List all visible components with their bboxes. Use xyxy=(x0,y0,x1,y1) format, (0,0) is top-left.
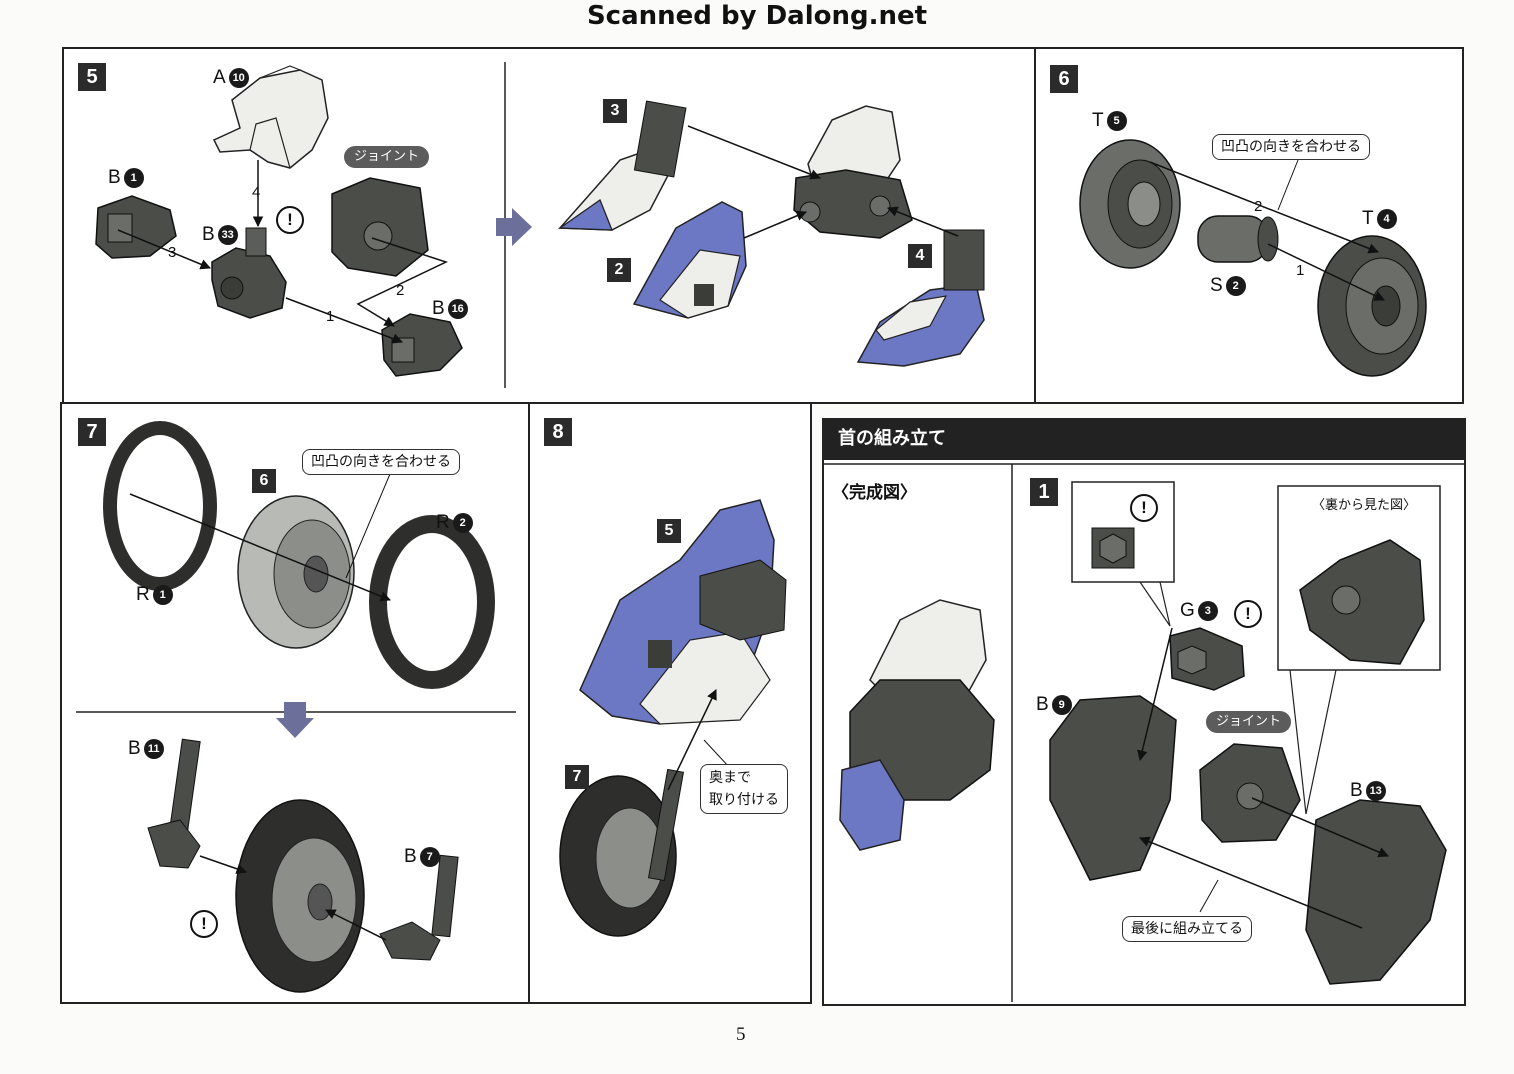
warning-icon: ! xyxy=(190,910,218,938)
completed-figure-label: 〈完成図〉 xyxy=(832,483,917,503)
note-callout: 奥まで 取り付ける xyxy=(700,764,788,814)
step-number: 5 xyxy=(78,63,106,91)
head-5-illustration xyxy=(579,499,787,725)
head-part-2-illustration xyxy=(632,201,747,319)
tire-r2-illustration xyxy=(369,515,495,689)
part-g3-illustration xyxy=(1169,627,1245,691)
warning-icon: ! xyxy=(1234,600,1262,628)
wheel-assembled-illustration xyxy=(235,799,365,993)
part-b13-illustration xyxy=(1305,799,1447,985)
note-callout: 最後に組み立てる xyxy=(1122,916,1252,942)
order-label-3: 3 xyxy=(168,244,177,261)
section-title-bar: 首の組み立て xyxy=(824,420,1464,460)
callout-3: 3 xyxy=(603,99,627,123)
part-b33-illustration xyxy=(211,227,287,319)
order-label-1: 1 xyxy=(326,308,335,325)
hex-socket-detail-illustration xyxy=(1091,527,1135,569)
note-line: 取り付ける xyxy=(709,792,779,808)
head-assembly-illustration xyxy=(793,105,913,239)
part-b1-illustration xyxy=(95,195,177,259)
tire-r1-illustration xyxy=(103,421,217,591)
part-b16-illustration xyxy=(381,313,463,377)
wheel-hub-t5-illustration xyxy=(1079,139,1181,269)
joint-neck-illustration xyxy=(1199,743,1301,843)
callout-5: 5 xyxy=(657,519,681,543)
down-arrow-icon xyxy=(276,702,314,738)
callout-2: 2 xyxy=(607,258,631,282)
order-label-4: 4 xyxy=(252,184,261,201)
note-line: 奥まで xyxy=(709,770,751,786)
fork-b7-illustration xyxy=(379,854,459,961)
callout-7: 7 xyxy=(565,765,589,789)
front-wheel-7-illustration xyxy=(559,768,685,937)
order-label-2: 2 xyxy=(1254,198,1263,215)
fork-b11-illustration xyxy=(147,738,201,869)
step-number: 8 xyxy=(544,418,572,446)
step-number: 6 xyxy=(1050,65,1078,93)
back-view-label: 〈裏から見た図〉 xyxy=(1312,497,1417,512)
warning-icon: ! xyxy=(1130,494,1158,522)
back-view-illustration xyxy=(1299,539,1425,665)
bushing-s2-illustration xyxy=(1197,215,1279,263)
joint-tag: ジョイント xyxy=(344,146,430,168)
head-part-4-illustration xyxy=(856,229,985,367)
neck-complete-illustration xyxy=(839,599,995,851)
warning-icon: ! xyxy=(276,206,304,234)
wheel-hub-t4-illustration xyxy=(1317,235,1427,377)
order-label-2: 2 xyxy=(396,282,405,299)
step-number: 1 xyxy=(1030,478,1058,506)
joint-tag: ジョイント xyxy=(1206,711,1292,733)
scan-credit: Scanned by Dalong.net xyxy=(586,1,928,31)
part-b9-illustration xyxy=(1049,695,1177,881)
page-number: 5 xyxy=(736,1024,746,1045)
note-callout: 凹凸の向きを合わせる xyxy=(1212,134,1370,160)
next-stage-arrow-icon xyxy=(496,208,532,246)
part-joint-illustration xyxy=(331,177,429,277)
order-label-1: 1 xyxy=(1296,262,1305,279)
wheel-6-illustration xyxy=(237,495,355,649)
step-number: 7 xyxy=(78,418,106,446)
head-part-3-illustration xyxy=(558,100,687,231)
part-a10-illustration xyxy=(212,65,329,169)
note-callout: 凹凸の向きを合わせる xyxy=(302,449,460,475)
callout-6: 6 xyxy=(252,469,276,493)
callout-4: 4 xyxy=(908,244,932,268)
